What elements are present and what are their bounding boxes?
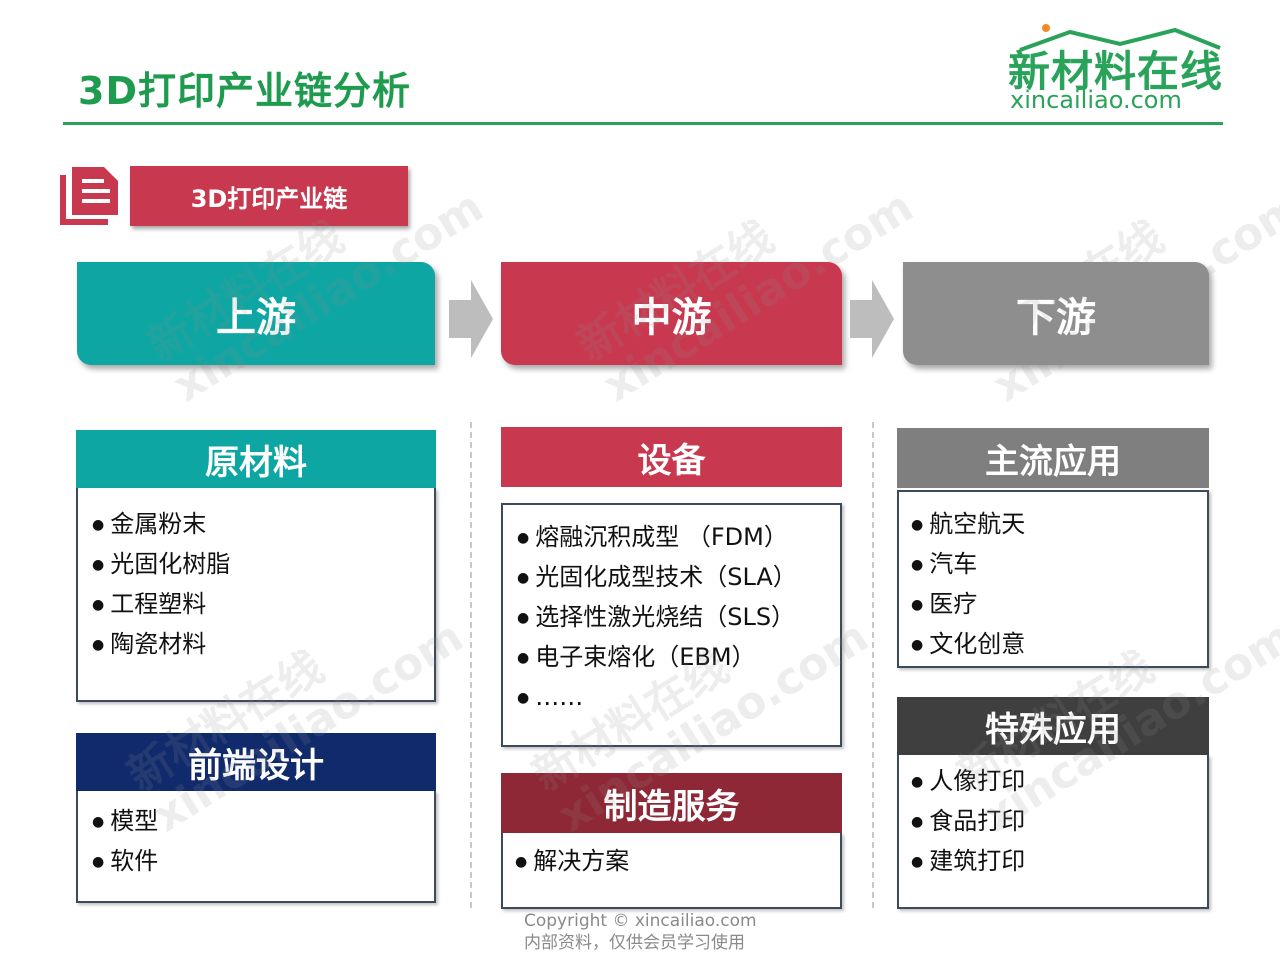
- list-item: 陶瓷材料: [92, 626, 434, 666]
- special-apps-list: 人像打印 食品打印 建筑打印: [897, 755, 1209, 909]
- column-divider: [872, 422, 874, 908]
- section-tag: 3D打印产业链: [130, 166, 408, 226]
- list-item: 选择性激光烧结（SLS）: [517, 599, 840, 639]
- list-item: 文化创意: [911, 626, 1207, 666]
- arrow-right-icon: [850, 280, 894, 358]
- equipment-header: 设备: [501, 427, 842, 487]
- list-item: 航空航天: [911, 506, 1207, 546]
- manufacturing-service-list: 解决方案: [501, 833, 842, 909]
- copyright-text: Copyright © xincailiao.com: [524, 911, 757, 931]
- list-item: 工程塑料: [92, 586, 434, 626]
- document-icon: [60, 167, 118, 225]
- logo-text-en: xincailiao.com: [1010, 86, 1182, 114]
- list-item: 解决方案: [515, 843, 840, 883]
- list-item: 光固化成型技术（SLA）: [517, 559, 840, 599]
- stage-midstream: 中游: [501, 262, 842, 365]
- list-item: 食品打印: [911, 803, 1207, 843]
- list-item: ……: [517, 679, 840, 719]
- list-item: 熔融沉积成型 （FDM）: [517, 519, 840, 559]
- brand-logo: 新材料在线 xincailiao.com: [1000, 24, 1235, 114]
- page-title: 3D打印产业链分析: [78, 69, 411, 113]
- raw-materials-list: 金属粉末 光固化树脂 工程塑料 陶瓷材料: [76, 488, 436, 702]
- list-item: 医疗: [911, 586, 1207, 626]
- footer-copyright: Copyright © xincailiao.com 内部资料，仅供会员学习使用: [524, 910, 757, 954]
- logo-roof-icon: [1019, 24, 1221, 52]
- arrow-right-icon: [449, 280, 493, 358]
- list-item: 汽车: [911, 546, 1207, 586]
- column-divider: [470, 422, 472, 908]
- list-item: 光固化树脂: [92, 546, 434, 586]
- mainstream-apps-header: 主流应用: [897, 428, 1209, 488]
- stage-upstream: 上游: [77, 262, 435, 365]
- list-item: 建筑打印: [911, 843, 1207, 883]
- equipment-list: 熔融沉积成型 （FDM） 光固化成型技术（SLA） 选择性激光烧结（SLS） 电…: [501, 503, 842, 747]
- stage-downstream: 下游: [903, 262, 1209, 365]
- list-item: 软件: [92, 843, 434, 883]
- special-apps-header: 特殊应用: [897, 697, 1209, 755]
- list-item: 电子束熔化（EBM）: [517, 639, 840, 679]
- list-item: 模型: [92, 803, 434, 843]
- logo-text-cn: 新材料在线: [1008, 47, 1224, 96]
- frontend-design-list: 模型 软件: [76, 791, 436, 903]
- frontend-design-header: 前端设计: [76, 733, 436, 791]
- internal-use-note: 内部资料，仅供会员学习使用: [524, 933, 745, 953]
- mainstream-apps-list: 航空航天 汽车 医疗 文化创意: [897, 490, 1209, 668]
- title-divider: [63, 122, 1223, 125]
- list-item: 金属粉末: [92, 506, 434, 546]
- manufacturing-service-header: 制造服务: [501, 773, 842, 833]
- raw-materials-header: 原材料: [76, 430, 436, 488]
- list-item: 人像打印: [911, 763, 1207, 803]
